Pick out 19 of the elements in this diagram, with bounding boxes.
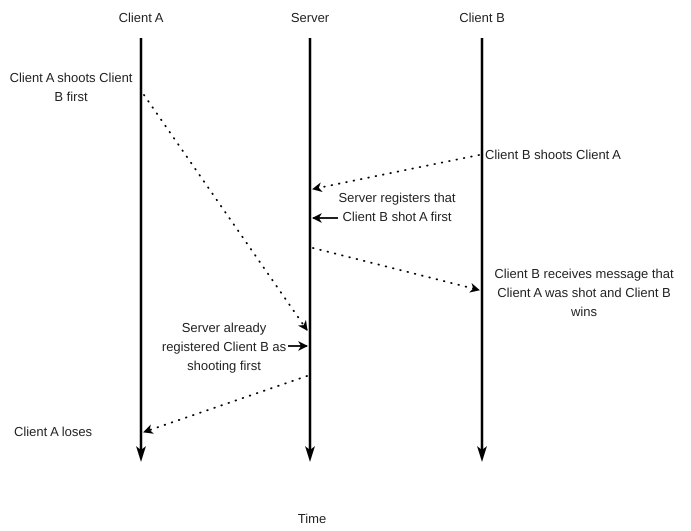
dotted-arrow xyxy=(143,375,308,434)
lifeline xyxy=(138,38,144,462)
lifeline-header: Server xyxy=(290,10,330,26)
dotted-arrow xyxy=(312,247,480,293)
annotation-text: Server already registered Client B as shooting first xyxy=(160,318,288,376)
arrow xyxy=(312,213,338,223)
lifeline-header: Client A xyxy=(118,10,164,26)
dotted-arrow xyxy=(312,154,480,192)
annotation-text: Client B receives message that Client A was shot and Client B wins xyxy=(486,264,682,322)
annotation-text: Client B shoots Client A xyxy=(485,145,655,165)
lifeline xyxy=(307,38,313,462)
annotation-text: Client A shoots Client B first xyxy=(8,68,134,108)
lifeline-header: Client B xyxy=(459,10,505,26)
annotation-text: Server registers that Client B shot A first xyxy=(338,188,456,246)
arrow xyxy=(288,341,308,351)
axis-label: Time xyxy=(298,511,326,527)
lifeline xyxy=(479,38,485,462)
annotation-text: Client A loses xyxy=(14,422,124,442)
dotted-arrow xyxy=(143,94,308,331)
